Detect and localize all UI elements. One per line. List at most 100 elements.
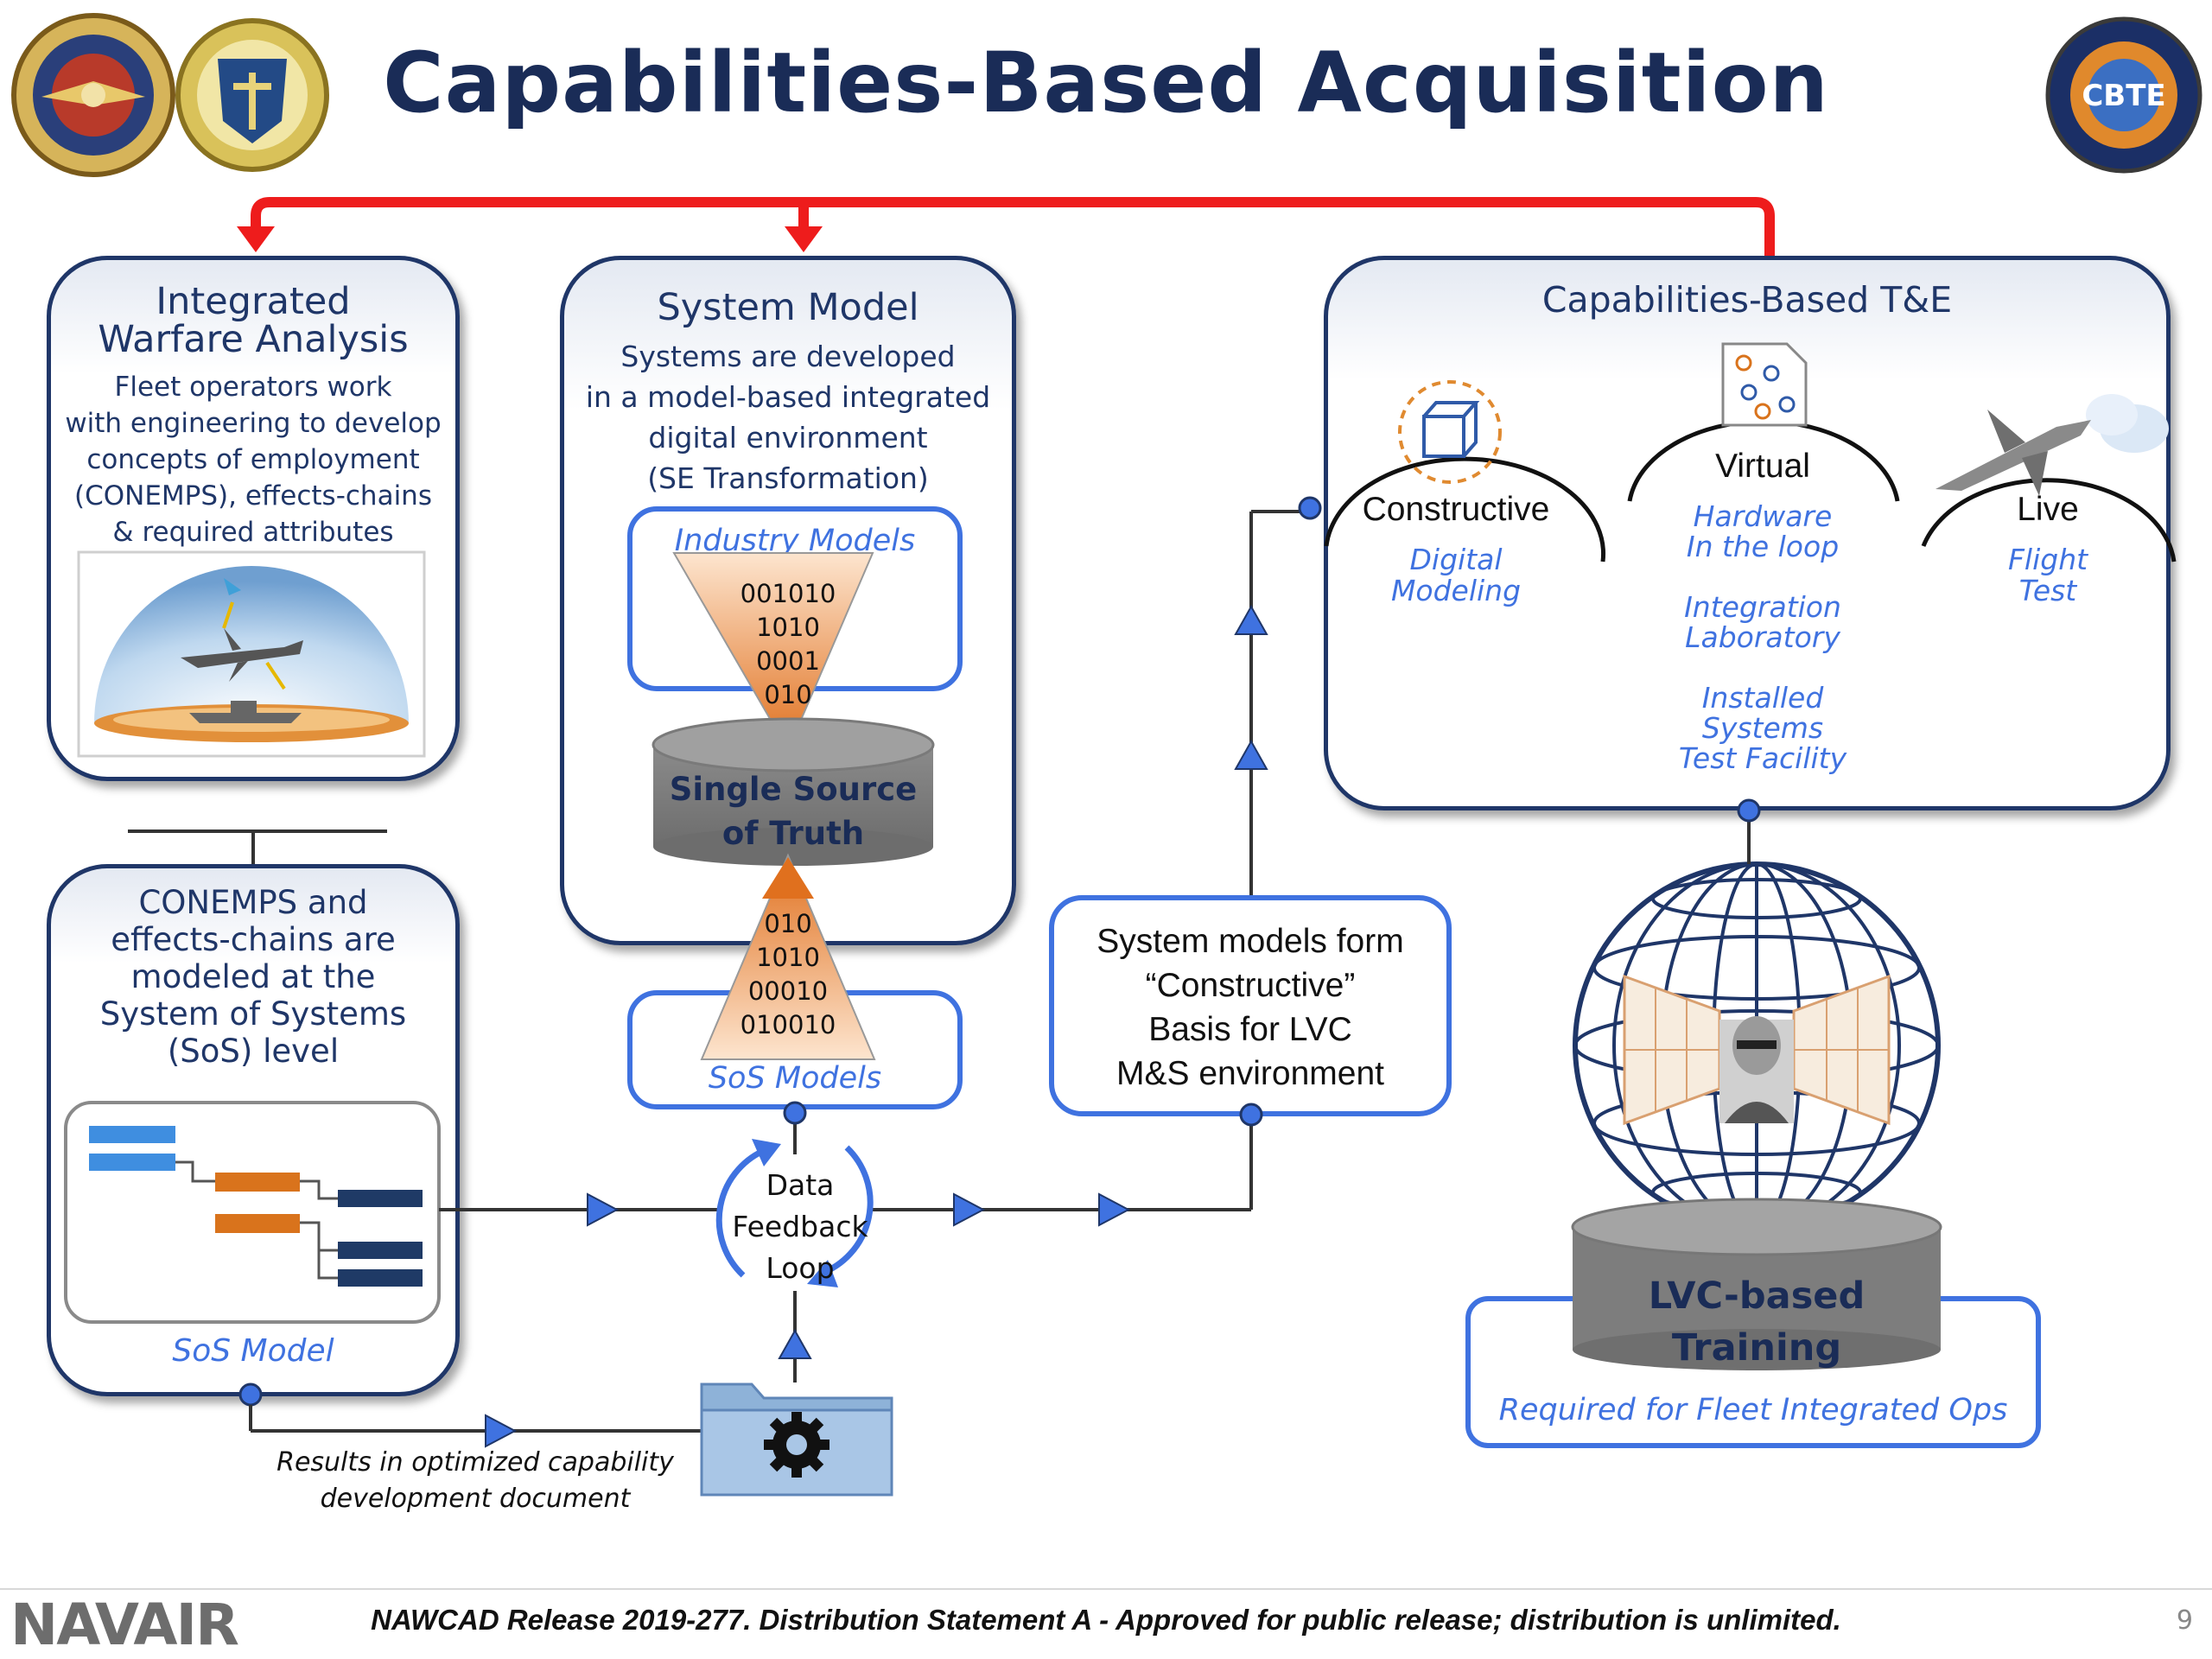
release-statement: NAWCAD Release 2019-277. Distribution St… bbox=[371, 1604, 1841, 1636]
feedback-loop-arrows-icon bbox=[715, 1139, 874, 1287]
fighter-jet-icon bbox=[1936, 394, 2169, 496]
constructive-sub-line: Digital bbox=[1409, 543, 1503, 576]
iwa-heading-line2: Warfare Analysis bbox=[98, 318, 409, 361]
constructive-note-line: Basis for LVC bbox=[1148, 1011, 1352, 1048]
iwa-heading-line1: Integrated bbox=[156, 280, 351, 323]
navair-wordmark: NAVAIR bbox=[10, 1592, 239, 1658]
results-note-line: development document bbox=[320, 1484, 631, 1514]
data-feedback-loop-label: Data Feedback Loop bbox=[714, 1165, 887, 1289]
system-model-body-line: (SE Transformation) bbox=[647, 461, 929, 495]
red-return-arrow bbox=[237, 197, 1775, 259]
bit-string: 0001 bbox=[756, 646, 820, 676]
test-wing-seal-icon bbox=[175, 18, 329, 172]
iwa-body-line: & required attributes bbox=[112, 517, 394, 548]
virtual-sub-line: Laboratory bbox=[1685, 620, 1840, 654]
feedback-line: Loop bbox=[766, 1251, 835, 1285]
bit-string: 1010 bbox=[756, 613, 820, 642]
system-model-body-line: Systems are developed bbox=[620, 340, 956, 373]
bits-down: 001010 1010 0001 010 bbox=[702, 577, 874, 712]
results-note-line: Results in optimized capability bbox=[276, 1447, 674, 1478]
constructive-note-line: M&S environment bbox=[1116, 1055, 1384, 1092]
conemps-sos-box: CONEMPS and effects-chains are modeled a… bbox=[47, 864, 460, 1396]
lvc-line: LVC-based bbox=[1648, 1274, 1866, 1318]
iwa-description: Fleet operators work with engineering to… bbox=[51, 369, 455, 550]
bit-string: 001010 bbox=[740, 579, 836, 608]
sst-line: of Truth bbox=[721, 815, 865, 852]
single-source-of-truth-label: Single Source of Truth bbox=[653, 767, 933, 855]
live-label: Live bbox=[2017, 491, 2079, 528]
lvc-line: Training bbox=[1671, 1326, 1842, 1370]
document-folder-gear-icon bbox=[700, 1382, 893, 1497]
constructive-basis-text: System models form “Constructive” Basis … bbox=[1054, 919, 1446, 1096]
sos-model-label: SoS Model bbox=[172, 1333, 334, 1369]
conemps-line: System of Systems bbox=[99, 995, 407, 1033]
virtual-sub-line: Systems bbox=[1701, 711, 1824, 745]
bit-string: 00010 bbox=[747, 976, 829, 1006]
virtual-label: Virtual bbox=[1715, 448, 1810, 485]
feedback-line: Data bbox=[766, 1168, 835, 1202]
virtual-sub-line: Installed bbox=[1701, 681, 1824, 715]
page-number: 9 bbox=[2176, 1605, 2193, 1636]
conemps-line: (SoS) level bbox=[167, 1033, 340, 1070]
bits-up: 010 1010 00010 010010 bbox=[702, 907, 874, 1042]
integrated-warfare-analysis-box: Integrated Warfare Analysis Fleet operat… bbox=[47, 256, 460, 781]
cbte-logo-text: CBTE bbox=[2082, 79, 2165, 113]
bit-string: 010 bbox=[764, 680, 812, 709]
operator-avatar-icon bbox=[1719, 1016, 1794, 1123]
constructive-sub-line: Modeling bbox=[1390, 574, 1522, 607]
live-sub-line: Test bbox=[2018, 574, 2077, 607]
virtual-sub-line: In the loop bbox=[1686, 530, 1840, 563]
system-model-description: Systems are developed in a model-based i… bbox=[564, 336, 1012, 499]
ship-icon bbox=[189, 701, 302, 723]
constructive-note-line: System models form bbox=[1096, 923, 1404, 960]
logo-group: CBTE bbox=[11, 13, 2202, 177]
virtual-sub: Hardware In the loop Integration Laborat… bbox=[1642, 501, 1884, 773]
sst-line: Single Source bbox=[669, 771, 918, 808]
constructive-ring-icon bbox=[1398, 380, 1502, 484]
virtual-diagram-document-icon bbox=[1721, 342, 1808, 427]
conemps-line: CONEMPS and bbox=[138, 884, 368, 921]
footer-divider bbox=[0, 1588, 2212, 1590]
system-model-heading: System Model bbox=[657, 286, 919, 329]
lvc-arcs bbox=[1324, 342, 2177, 563]
single-source-of-truth-graphic bbox=[652, 552, 935, 1060]
iwa-body-line: (CONEMPS), effects-chains bbox=[74, 480, 432, 512]
system-model-body-line: digital environment bbox=[648, 421, 928, 454]
lvc-training-label: LVC-based Training bbox=[1573, 1270, 1941, 1374]
system-model-body-line: in a model-based integrated bbox=[585, 380, 991, 414]
lvc-requirement-label: Required for Fleet Integrated Ops bbox=[1498, 1393, 2008, 1427]
cube-icon bbox=[1422, 401, 1480, 458]
cbte-seal-icon: CBTE bbox=[2045, 16, 2202, 174]
iwa-conemps-connector bbox=[128, 830, 387, 864]
conemps-line: effects-chains are bbox=[111, 921, 396, 958]
flow-lines-and-globe bbox=[238, 496, 1942, 1497]
iwa-body-line: Fleet operators work bbox=[114, 372, 392, 403]
simulation-screens-icon bbox=[1623, 974, 1891, 1126]
cbte-heading: Capabilities-Based T&E bbox=[1541, 279, 1953, 321]
live-sub: Flight Test bbox=[1961, 544, 2134, 607]
iwa-body-line: with engineering to develop bbox=[65, 408, 442, 439]
conemps-line: modeled at the bbox=[130, 958, 376, 995]
constructive-note-line: “Constructive” bbox=[1145, 967, 1356, 1004]
naval-air-systems-command-seal-icon bbox=[11, 13, 175, 177]
virtual-sub-line: Integration bbox=[1684, 590, 1841, 624]
bit-string: 010 bbox=[764, 909, 812, 938]
warfare-dome-illustration bbox=[77, 550, 426, 758]
sos-model-chart bbox=[64, 1101, 441, 1324]
bit-string: 010010 bbox=[740, 1010, 836, 1039]
iwa-heading: Integrated Warfare Analysis bbox=[51, 283, 455, 359]
page-title: Capabilities-Based Acquisition bbox=[383, 35, 1829, 131]
virtual-sub-line: Hardware bbox=[1693, 499, 1833, 533]
live-sub-line: Flight bbox=[2007, 543, 2088, 576]
sos-models-label: SoS Models bbox=[708, 1061, 882, 1096]
drone-icon bbox=[224, 578, 241, 595]
conemps-description: CONEMPS and effects-chains are modeled a… bbox=[51, 884, 455, 1070]
constructive-sub: Digital Modeling bbox=[1344, 544, 1568, 607]
bit-string: 1010 bbox=[756, 943, 820, 972]
iwa-body-line: concepts of employment bbox=[86, 444, 420, 475]
aircraft-icon bbox=[181, 628, 303, 682]
constructive-label: Constructive bbox=[1362, 491, 1550, 528]
feedback-line: Feedback bbox=[732, 1210, 868, 1243]
virtual-sub-line: Test Facility bbox=[1678, 741, 1847, 775]
results-note: Results in optimized capability developm… bbox=[259, 1445, 691, 1517]
